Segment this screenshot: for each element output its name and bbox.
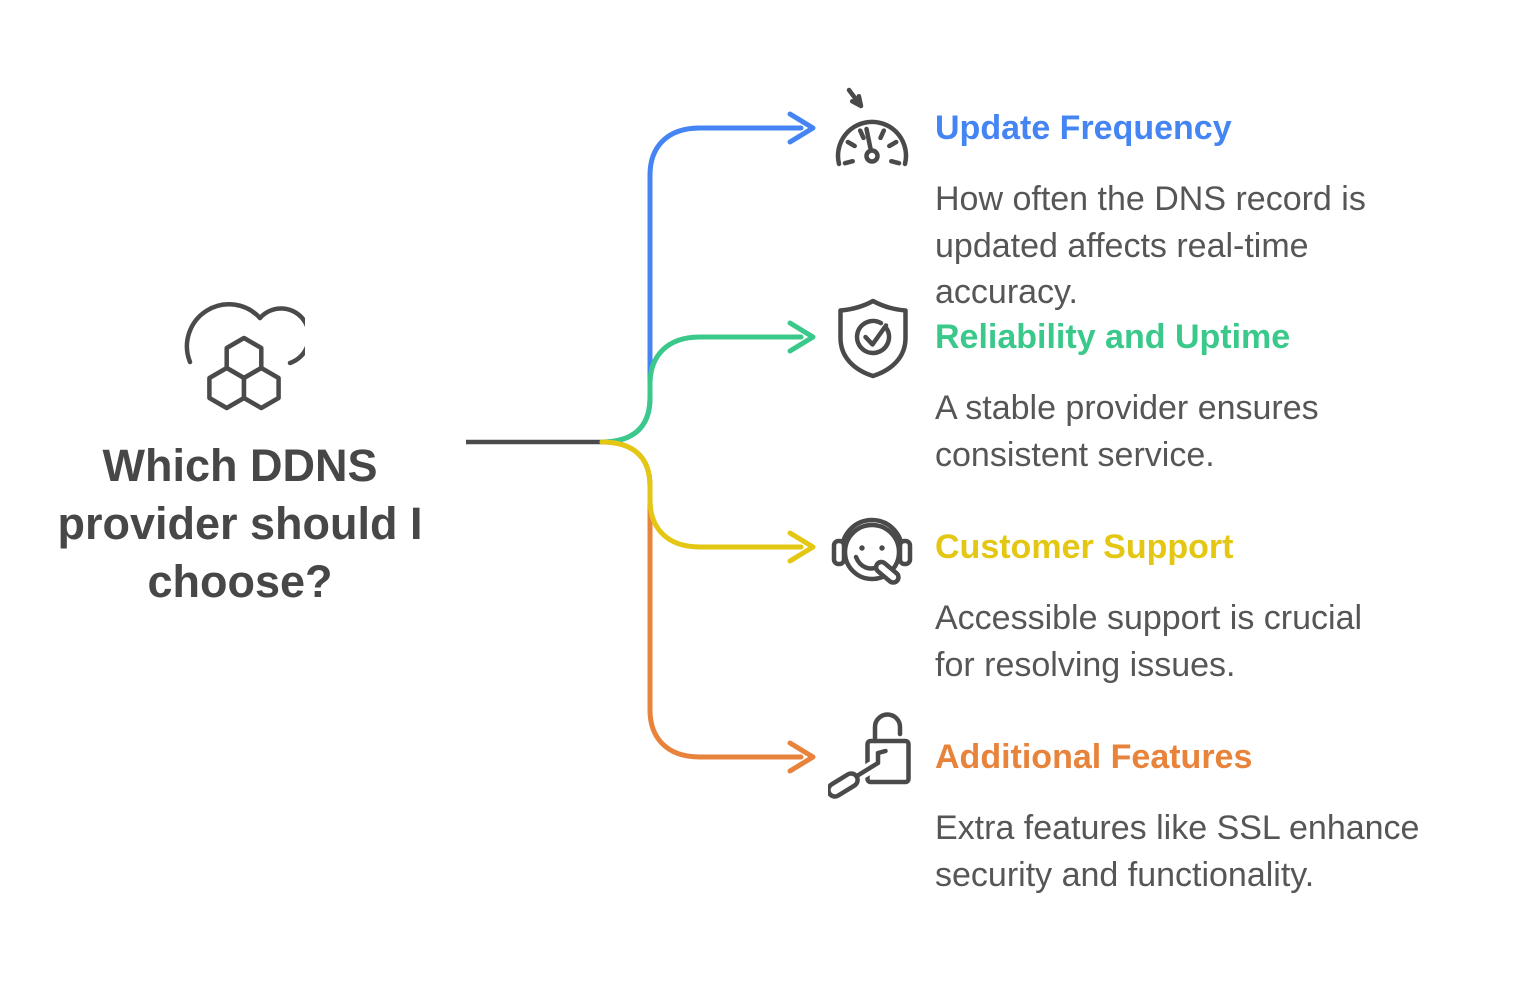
arrowhead-update-frequency (787, 111, 816, 145)
connector-additional-features (599, 439, 804, 760)
connector-update-frequency (599, 125, 804, 445)
hexagon-bottom-right (241, 365, 281, 411)
gauge-hub (864, 148, 880, 164)
lock-key-icon (828, 712, 911, 799)
mic-boom (873, 559, 901, 585)
down-arrow (846, 87, 864, 109)
root-question: Which DDNS provider should I choose? (57, 440, 423, 607)
branch-desc-additional-features: Extra features like SSL enhance security… (935, 809, 1420, 894)
shield-check-icon (838, 298, 908, 379)
branch-title-additional-features: Additional Features (935, 738, 1253, 776)
hexagon-bottom-left (207, 365, 247, 411)
key-handle (828, 771, 860, 799)
ear-cup-right (897, 538, 913, 567)
headband (839, 517, 905, 553)
branch-title-reliability-uptime: Reliability and Uptime (935, 318, 1291, 356)
eye-left (859, 545, 865, 551)
eye-right (879, 545, 885, 551)
arrowhead-reliability-uptime (787, 320, 816, 354)
branch-desc-reliability-uptime: A stable provider ensures consistent ser… (935, 389, 1319, 474)
gauge-ticks (842, 128, 902, 166)
check-mark (863, 323, 889, 347)
connector-customer-support (599, 439, 804, 550)
cloud-bump-outline (257, 306, 305, 366)
headset-agent-icon (831, 517, 913, 585)
check-circle (854, 318, 892, 356)
branch-desc-customer-support: Accessible support is crucial for resolv… (935, 599, 1363, 684)
branch-desc-update-frequency: How often the DNS record is updated affe… (935, 180, 1366, 311)
arrowhead-customer-support (787, 530, 816, 564)
gauge-arc (835, 119, 909, 167)
lock-shackle (872, 712, 903, 744)
connector-reliability-uptime (599, 334, 804, 445)
arrowhead-additional-features (787, 740, 816, 774)
lock-body (865, 738, 911, 785)
branch-title-update-frequency: Update Frequency (935, 109, 1232, 147)
branch-title-customer-support: Customer Support (935, 528, 1234, 566)
ear-cup-left (831, 538, 847, 567)
cloud-outline (184, 302, 263, 365)
cloud-hexagons-icon (184, 302, 305, 411)
shield-outline (838, 298, 908, 379)
speedometer-arrow-icon (835, 87, 909, 167)
